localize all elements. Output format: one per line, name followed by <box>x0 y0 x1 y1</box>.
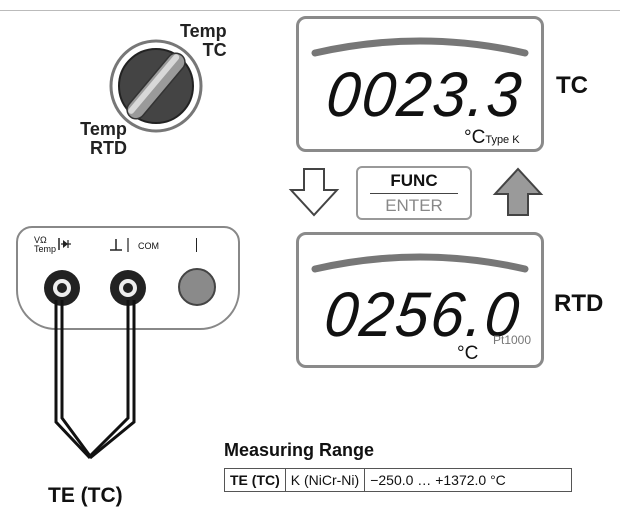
arrow-up-icon <box>492 167 544 216</box>
tc-unit: °CType K <box>464 127 520 148</box>
jack-vohm-temp-label: VΩ Temp <box>34 235 57 254</box>
enter-label: ENTER <box>385 196 443 215</box>
type-cell: K (NiCr-Ni) <box>284 468 366 492</box>
sensor-cell: TE (TC) <box>224 468 286 492</box>
func-enter-button[interactable]: FUNC ENTER <box>356 166 472 220</box>
rotary-switch[interactable] <box>108 38 204 134</box>
rtd-unit: °C <box>457 343 479 364</box>
func-divider <box>370 193 458 194</box>
tc-reading: 0023.3 <box>323 59 527 130</box>
jack-unused[interactable] <box>178 268 216 306</box>
arrow-down-icon <box>288 168 340 217</box>
table-row: TE (TC) K (NiCr-Ni) −250.0 … +1372.0 °C <box>224 468 573 492</box>
ground-icon <box>110 238 129 252</box>
top-divider <box>0 10 620 11</box>
thermocouple-wires <box>54 300 136 460</box>
range-table: TE (TC) K (NiCr-Ni) −250.0 … +1372.0 °C <box>224 468 573 492</box>
switch-label-temp-rtd: Temp RTD <box>80 119 127 158</box>
range-title: Measuring Range <box>224 440 375 460</box>
probe-label: TE (TC) <box>48 484 123 507</box>
tc-display: 0023.3 °CType K <box>296 16 544 152</box>
rtd-side-label: RTD <box>554 290 604 317</box>
diode-icon <box>58 238 71 250</box>
bargraph-arc <box>311 37 529 57</box>
bargraph-arc <box>311 253 529 273</box>
rtd-display: 0256.0 °C Pt1000 <box>296 232 544 368</box>
jack-com-label: COM <box>138 241 159 251</box>
rtd-unit-sub: Pt1000 <box>493 333 532 347</box>
tc-side-label: TC <box>556 72 588 99</box>
switch-label-temp-tc: Temp TC <box>180 21 227 60</box>
func-label: FUNC <box>390 171 438 190</box>
red-jack-separator <box>196 238 197 252</box>
range-cell: −250.0 … +1372.0 °C <box>364 468 573 492</box>
